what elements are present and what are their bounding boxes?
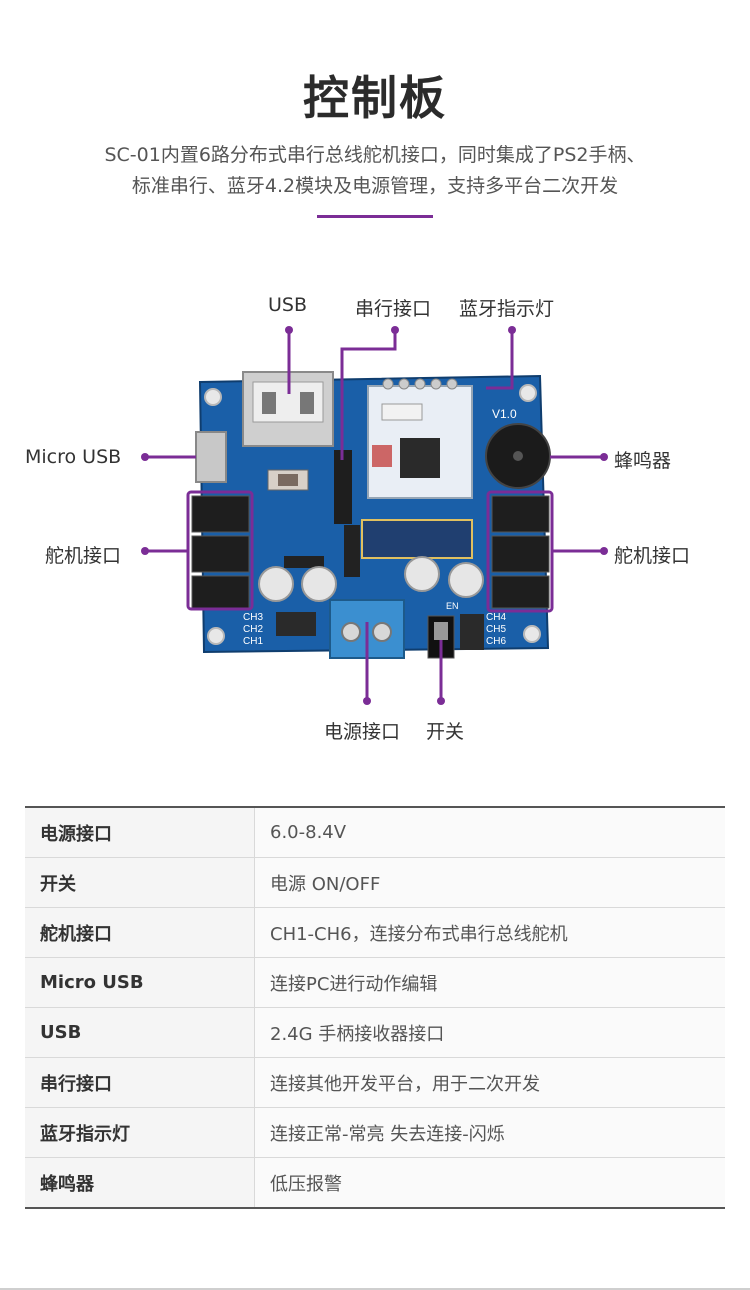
spec-key: Micro USB xyxy=(25,957,255,1008)
mount-hole xyxy=(523,625,541,643)
board-diagram: V1.0 CH3 CH2 CH1 CH4 CH5 CH6 EN xyxy=(141,326,608,705)
spec-value: CH1-CH6，连接分布式串行总线舵机 xyxy=(254,907,725,958)
spec-key: 开关 xyxy=(25,857,255,908)
spec-value: 6.0-8.4V xyxy=(254,807,725,858)
spec-key: 蜂鸣器 xyxy=(25,1157,255,1208)
subtitle-line-2: 标准串行、蓝牙4.2模块及电源管理，支持多平台二次开发 xyxy=(131,175,619,197)
servo-connector xyxy=(191,495,250,533)
serial-header xyxy=(334,450,352,524)
spec-table: 电源接口 6.0-8.4V 开关 电源 ON/OFF 舵机接口 CH1-CH6，… xyxy=(25,806,725,1209)
label-bt-led: 蓝牙指示灯 xyxy=(459,298,555,320)
servo-connector xyxy=(191,535,250,573)
label-usb: USB xyxy=(268,294,308,316)
ch-label: CH5 xyxy=(486,624,506,635)
ch-label: CH3 xyxy=(243,612,263,623)
table-row: 蜂鸣器 低压报警 xyxy=(25,1157,725,1208)
servo-connector xyxy=(491,495,550,533)
spec-key: 舵机接口 xyxy=(25,907,255,958)
spec-key: 蓝牙指示灯 xyxy=(25,1107,255,1158)
table-row: 舵机接口 CH1-CH6，连接分布式串行总线舵机 xyxy=(25,907,725,958)
servo-connector xyxy=(491,535,550,573)
table-row: 串行接口 连接其他开发平台，用于二次开发 xyxy=(25,1057,725,1108)
page-subtitle: SC-01内置6路分布式串行总线舵机接口，同时集成了PS2手柄、 标准串行、蓝牙… xyxy=(0,140,750,202)
spec-value: 连接其他开发平台，用于二次开发 xyxy=(254,1057,725,1108)
spec-key: 串行接口 xyxy=(25,1057,255,1108)
spec-value: 2.4G 手柄接收器接口 xyxy=(254,1007,725,1058)
subtitle-line-1: SC-01内置6路分布式串行总线舵机接口，同时集成了PS2手柄、 xyxy=(104,144,646,166)
label-servo-right: 舵机接口 xyxy=(614,545,691,567)
label-switch: 开关 xyxy=(426,721,465,743)
page-title: 控制板 xyxy=(303,71,447,125)
micro-usb-port xyxy=(195,431,227,483)
servo-connector xyxy=(491,575,550,609)
table-row: 蓝牙指示灯 连接正常-常亮 失去连接-闪烁 xyxy=(25,1107,725,1158)
table-row: 开关 电源 ON/OFF xyxy=(25,857,725,908)
mount-hole xyxy=(519,384,537,402)
title-divider xyxy=(317,215,433,218)
en-label: EN xyxy=(446,601,459,611)
table-row: 电源接口 6.0-8.4V xyxy=(25,807,725,858)
ch-label: CH2 xyxy=(243,624,263,635)
spec-value: 连接正常-常亮 失去连接-闪烁 xyxy=(254,1107,725,1158)
ch-label: CH6 xyxy=(486,636,506,647)
mount-hole xyxy=(204,388,222,406)
servo-connector xyxy=(191,575,250,609)
label-servo-left: 舵机接口 xyxy=(45,545,122,567)
mount-hole xyxy=(207,627,225,645)
ch-label: CH1 xyxy=(243,636,263,647)
label-serial: 串行接口 xyxy=(355,298,432,320)
spec-value: 电源 ON/OFF xyxy=(254,857,725,908)
spec-key: 电源接口 xyxy=(25,807,255,858)
spec-value: 低压报警 xyxy=(254,1157,725,1208)
label-micro-usb: Micro USB xyxy=(25,446,122,468)
label-power: 电源接口 xyxy=(324,721,401,743)
ch-label: CH4 xyxy=(486,612,506,623)
bottom-rule xyxy=(0,1288,750,1290)
board-version: V1.0 xyxy=(492,407,517,421)
table-row: USB 2.4G 手柄接收器接口 xyxy=(25,1007,725,1058)
spec-value: 连接PC进行动作编辑 xyxy=(254,957,725,1008)
label-buzzer: 蜂鸣器 xyxy=(614,450,672,472)
table-row: Micro USB 连接PC进行动作编辑 xyxy=(25,957,725,1008)
spec-key: USB xyxy=(25,1007,255,1058)
